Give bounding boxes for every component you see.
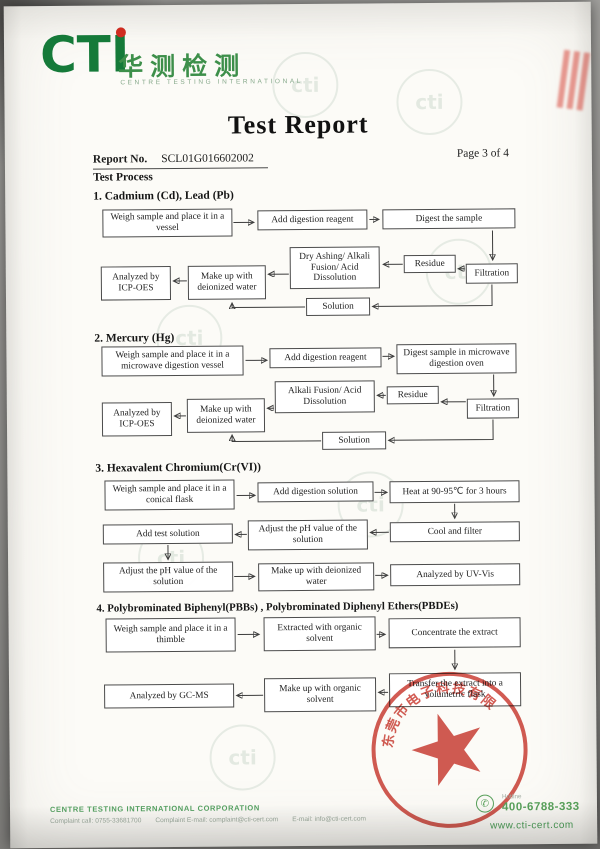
flow-box-c3-adjust-ph-1: Adjust the pH value of the solution [247, 519, 368, 551]
flow-box-c3-add: Add digestion solution [257, 481, 374, 503]
flow-box-c1-filtration: Filtration [465, 263, 518, 284]
footer-website: www.cti-cert.com [490, 819, 574, 832]
page-indicator: Page 3 of 4 [456, 147, 509, 160]
flow-box-c3-add-test: Add test solution [102, 523, 233, 545]
footer-email: E-mail: info@cti-cert.com [292, 815, 367, 824]
flow-box-c2-digest: Digest sample in microwave digestion ove… [396, 343, 517, 375]
footer-complaint-email: Complaint E-mail: complaint@cti-cert.com [155, 816, 279, 825]
footer-complaint-call: Complaint call: 0755-33681700 [50, 817, 142, 825]
flow-box-c1-weigh: Weigh sample and place it in a vessel [102, 208, 233, 238]
section-1-title: 1. Cadmium (Cd), Lead (Pb) [93, 189, 234, 203]
flow-box-c1-makeup: Make up with deionized water [187, 265, 267, 300]
flow-box-c2-residue: Residue [386, 385, 439, 405]
cti-logo: CTI [40, 25, 130, 84]
logo-subtitle: CENTRE TESTING INTERNATIONAL [120, 77, 304, 87]
flow-box-c1-add: Add digestion reagent [257, 209, 368, 231]
footer-hotline-number: 400-6788-333 [501, 800, 580, 814]
flow-box-c1-residue: Residue [403, 254, 456, 274]
company-seal: 东莞市电子科技有限公司 [354, 654, 528, 828]
section-2-title: 2. Mercury (Hg) [94, 331, 175, 345]
flow-box-c2-alkali: Alkali Fusion/ Acid Dissolution [274, 380, 375, 414]
section-3-title: 3. Hexavalent Chromium(Cr(VI)) [95, 461, 261, 475]
report-no-label: Report No. [92, 153, 148, 166]
watermark-logo: cti [209, 724, 276, 791]
footer-contact-line: Complaint call: 0755-33681700 Complaint … [50, 815, 366, 824]
flow-box-c4-gcms: Analyzed by GC-MS [104, 683, 235, 709]
footer-hotline-label: Hotline [501, 793, 522, 801]
flow-box-c1-digest: Digest the sample [382, 208, 516, 230]
watermark-text: cti [228, 745, 257, 770]
report-number-line: Report No. SCL01G016602002 [92, 152, 268, 170]
flow-box-c3-cool: Cool and filter [389, 521, 520, 543]
flow-box-c2-analyzed: Analyzed by ICP-OES [101, 402, 173, 437]
footer-corporation: CENTRE TESTING INTERNATIONAL CORPORATION [49, 803, 260, 814]
flow-box-c4-concentrate: Concentrate the extract [388, 617, 521, 649]
flow-box-c3-adjust-ph-2: Adjust the pH value of the solution [103, 561, 234, 593]
flow-box-c1-analyzed: Analyzed by ICP-OES [100, 266, 172, 301]
section-4-title: 4. Polybrominated Biphenyl(PBBs) , Polyb… [96, 599, 459, 615]
flow-box-c2-add: Add digestion reagent [269, 347, 382, 369]
flow-box-c2-solution: Solution [322, 431, 387, 450]
report-title: Test Report [227, 109, 369, 140]
flow-box-c1-solution: Solution [306, 297, 371, 316]
flow-box-c2-weigh: Weigh sample and place it in a microwave… [101, 345, 244, 377]
seal-star-icon [411, 713, 481, 787]
flow-box-c3-weigh: Weigh sample and place it in a conical f… [104, 479, 235, 511]
flow-box-c3-heat: Heat at 90-95℃ for 3 hours [389, 480, 520, 504]
flow-box-c3-makeup: Make up with deionized water [258, 562, 375, 592]
flow-box-c2-makeup: Make up with deionized water [186, 398, 266, 433]
flow-box-c1-dry-ashing: Dry Ashing/ Alkali Fusion/ Acid Dissolut… [289, 246, 380, 290]
test-process-heading: Test Process [93, 171, 153, 184]
report-page: cti cti cti cti cti cti cti CTI 华测检测 CEN… [3, 1, 600, 849]
phone-icon: ✆ [475, 794, 495, 813]
flow-box-c4-weigh: Weigh sample and place it in a thimble [105, 617, 236, 653]
flow-box-c2-filtration: Filtration [466, 398, 519, 419]
flow-box-c3-uvvis: Analyzed by UV-Vis [390, 563, 521, 587]
report-no-value: SCL01G016602002 [161, 152, 254, 166]
corner-stamp-fragment [556, 49, 600, 112]
flow-box-c4-extract: Extracted with organic solvent [263, 616, 376, 652]
